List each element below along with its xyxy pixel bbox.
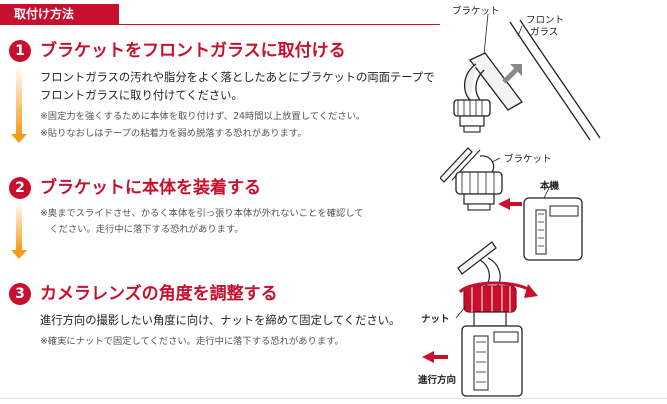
step-1-desc-line-1: フロントガラスの汚れや脂分をよく落としたあとにブラケットの両面テープで <box>40 71 435 84</box>
step-1-number: 1 <box>9 40 31 62</box>
step-3-title: カメラレンズの角度を調整する <box>40 284 278 304</box>
fig1-bracket-label: ブラケット <box>452 6 500 17</box>
step-3-number: 3 <box>9 283 31 305</box>
mount-body-illustration <box>440 147 583 261</box>
fig3-direction-label: 進行方向 <box>418 375 457 386</box>
fig3-nut-label: ナット <box>421 314 450 325</box>
step-2-note-1: ※奥までスライドさせ、かるく本体を引っ張り本体が外れないことを確認して <box>40 208 364 219</box>
adjust-angle-illustration <box>422 241 538 397</box>
step-3-note-1: ※確実にナットで固定してください。走行中に落下する恐れがあります。 <box>40 336 344 347</box>
flow-arrow-2-head <box>11 250 27 259</box>
fig2-body-label: 本機 <box>540 181 560 192</box>
flow-arrow-1-head <box>11 134 27 143</box>
step-2-note-2: ください。走行中に落下する恐れがあります。 <box>40 224 244 235</box>
bracket-windshield-illustration <box>453 13 601 141</box>
flow-arrow-1-shaft <box>16 66 22 134</box>
step-1-desc-line-2: フロントガラスに取り付けてください。 <box>40 89 243 102</box>
fig1-glass-label-1: フロント <box>526 15 565 26</box>
flow-arrow-2-shaft <box>16 202 22 250</box>
fig2-bracket-label: ブラケット <box>504 154 552 165</box>
step-1-note-2: ※貼りなおしはテープの粘着力を弱め脱落する恐れがあります。 <box>40 128 307 139</box>
step-1-note-1: ※固定力を強くするために本体を取り付けず、24時間以上放置してください。 <box>40 111 366 122</box>
fig1-glass-label-2: ガラス <box>530 27 559 38</box>
step-1-title: ブラケットをフロントガラスに取付ける <box>40 41 346 61</box>
bottom-rule <box>0 398 667 399</box>
section-header-tag: 取付け方法 <box>0 4 119 25</box>
step-3-desc-line-1: 進行方向の撮影したい角度に向け、ナットを締めて固定してください。 <box>40 314 401 327</box>
step-2-title: ブラケットに本体を装着する <box>40 178 261 198</box>
header-rule <box>0 24 440 25</box>
step-2-number: 2 <box>9 177 31 199</box>
